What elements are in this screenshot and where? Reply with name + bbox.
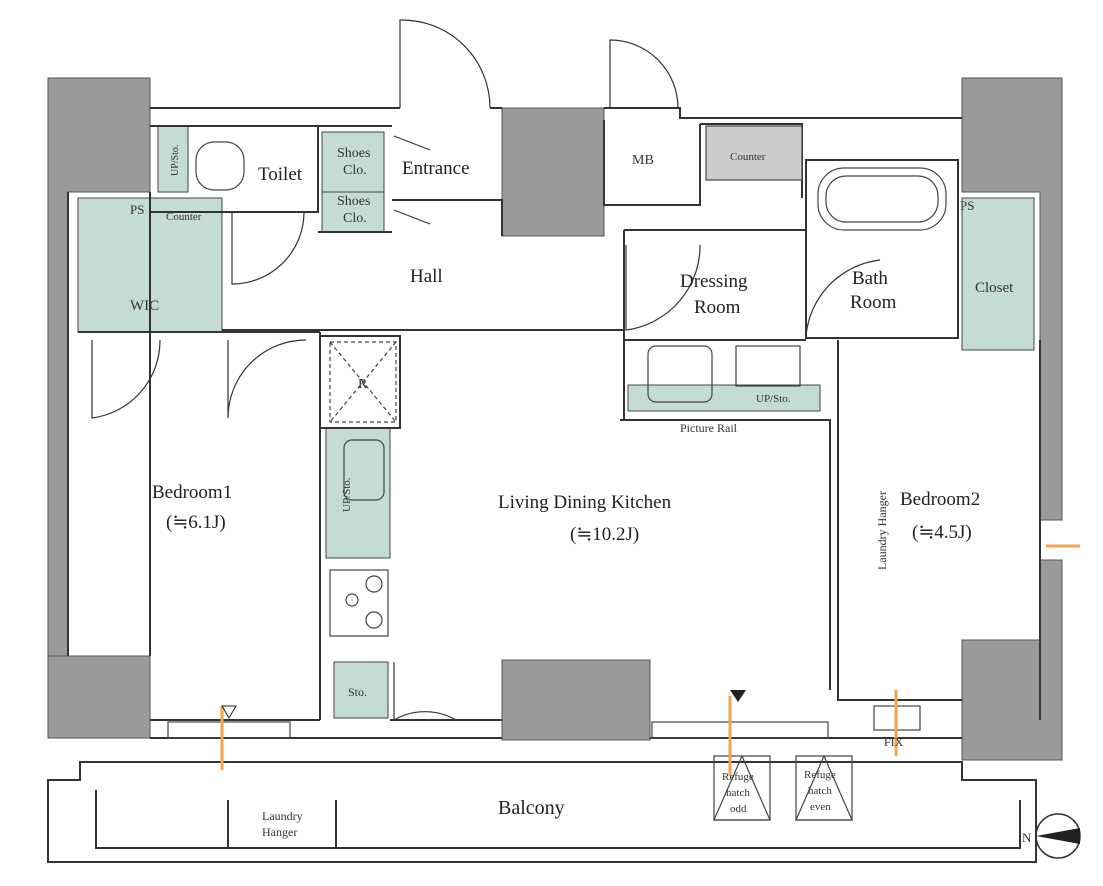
- refuge-even-box: [795, 755, 853, 821]
- basin: [735, 345, 801, 387]
- label-picture-rail: Picture Rail: [680, 421, 738, 435]
- closet-shelf: [961, 197, 1035, 351]
- structural-walls: [47, 77, 1063, 761]
- label-dressing-1: Dressing: [680, 271, 748, 292]
- label-sto: Sto.: [348, 685, 367, 699]
- wall-left-top: [47, 77, 151, 739]
- sink: [343, 439, 385, 501]
- label-refuge-even-1: Refuge: [804, 769, 836, 781]
- label-bedroom1-name: Bedroom1: [152, 482, 232, 503]
- supply-marker: [730, 690, 746, 702]
- toilet-door: [231, 211, 305, 285]
- label-shoes-clo-2b: Clo.: [343, 211, 367, 226]
- vent-markers: [220, 544, 1080, 776]
- label-shoes-clo-2a: Shoes: [337, 194, 370, 209]
- label-toilet: Toilet: [258, 164, 303, 185]
- sto-cabinet: [333, 661, 389, 719]
- vent-marker-bedroom1: [221, 705, 237, 719]
- label-refuge-odd-2: hatch: [726, 787, 750, 799]
- burner-2: [365, 611, 383, 629]
- entrance-door: [399, 19, 491, 109]
- label-refuge-even-2: hatch: [808, 785, 832, 797]
- toilet-fixture: [195, 141, 245, 191]
- compass-icon: [1035, 813, 1081, 859]
- shoes-closet-2: [321, 191, 385, 233]
- label-up-sto-toilet: UP/Sto.: [170, 145, 181, 176]
- burner-3: [345, 593, 359, 607]
- column-center-top: [501, 107, 605, 237]
- label-bath-1: Bath: [852, 268, 888, 289]
- label-refuge-even-3: even: [810, 801, 831, 813]
- label-refuge-odd-3: odd: [730, 803, 747, 815]
- label-laundry-hanger-b2: Laundry Hanger: [875, 491, 889, 570]
- label-ps-left: PS: [130, 202, 144, 217]
- label-laundry-hanger-balcony-2: Hanger: [262, 825, 297, 839]
- label-refrigerator: R: [358, 377, 368, 392]
- label-bedroom2-name: Bedroom2: [900, 489, 980, 510]
- wall-left-bottom: [47, 655, 151, 739]
- wall-right-bottom: [961, 559, 1063, 761]
- interior-walls: [47, 107, 1041, 863]
- kitchen-counter: [325, 427, 391, 559]
- bedroom1-door-a: [91, 339, 161, 419]
- label-shoes-clo-1a: Shoes: [337, 146, 370, 161]
- column-center-bottom: [501, 659, 651, 741]
- label-bath-2: Room: [850, 292, 897, 313]
- refuge-odd-box: [713, 755, 771, 821]
- label-up-sto-dressing: UP/Sto.: [756, 393, 791, 405]
- bathtub-inner: [825, 175, 939, 223]
- label-laundry-hanger-balcony-1: Laundry: [262, 809, 303, 823]
- doors: [91, 19, 881, 722]
- label-counter-right: Counter: [730, 151, 766, 163]
- refrigerator-x: [329, 341, 397, 423]
- label-ldk-size: (≒10.2J): [570, 524, 639, 545]
- label-compass-n: N: [1022, 830, 1032, 845]
- sto-door: [393, 662, 457, 722]
- counter-grill: [705, 125, 803, 181]
- label-entrance: Entrance: [402, 158, 470, 179]
- label-hall: Hall: [410, 266, 443, 287]
- shoes-closet-1: [321, 131, 385, 193]
- dressing-door: [625, 244, 701, 331]
- label-bedroom2-size: (≒4.5J): [912, 522, 972, 543]
- window-ldk: [651, 721, 829, 739]
- label-counter-left: Counter: [166, 211, 202, 223]
- label-up-sto-kitchen: UP/Sto.: [341, 477, 353, 512]
- washer: [647, 345, 713, 403]
- label-ps-right: PS: [960, 198, 974, 213]
- label-closet: Closet: [975, 280, 1014, 296]
- bathtub: [817, 167, 947, 231]
- label-dressing-2: Room: [694, 297, 741, 318]
- label-refuge-odd-1: Refuge: [722, 771, 754, 783]
- refrigerator-box: [329, 341, 397, 423]
- label-fix: FIX: [884, 735, 904, 749]
- stove: [329, 569, 389, 637]
- label-shoes-clo-1b: Clo.: [343, 163, 367, 178]
- label-bedroom1-size: (≒6.1J): [166, 512, 226, 533]
- label-wic: WIC: [130, 298, 159, 314]
- mb-door: [609, 39, 679, 109]
- fixtures: [167, 125, 947, 821]
- bath-door: [805, 252, 881, 337]
- bedroom1-door-b: [227, 339, 307, 419]
- burner-1: [365, 575, 383, 593]
- dressing-storage: [627, 384, 821, 412]
- shoes-door: [393, 135, 431, 225]
- label-ldk-name: Living Dining Kitchen: [498, 492, 672, 513]
- label-mb: MB: [632, 153, 654, 168]
- label-balcony: Balcony: [498, 797, 565, 819]
- window-bedroom1: [167, 721, 291, 739]
